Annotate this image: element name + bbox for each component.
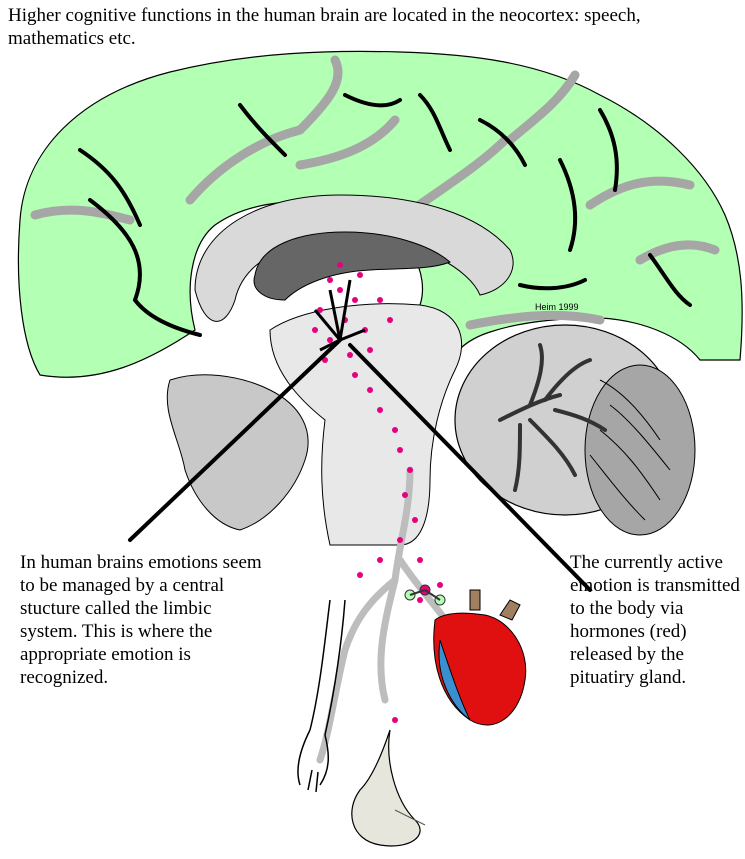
neocortex-caption: Higher cognitive functions in the human …	[8, 5, 641, 49]
arm-illustration	[297, 599, 346, 793]
brainstem	[269, 303, 463, 546]
pointer-lines	[128, 338, 592, 592]
pituitary-caption: The currently active emotion is transmit…	[570, 552, 740, 688]
signature: Heim 1999	[535, 302, 579, 312]
limbic-caption: In human brains emotions seem to be mana…	[20, 552, 262, 688]
black-sulci	[78, 93, 692, 337]
hormone-molecule	[404, 584, 446, 606]
gray-sulci	[30, 55, 720, 330]
corpus-callosum	[194, 194, 514, 322]
stomach-illustration	[351, 729, 426, 847]
temporal-region	[166, 374, 309, 531]
lateral-ventricle	[253, 231, 451, 301]
hormone-particles	[312, 262, 443, 723]
heart-illustration	[433, 589, 527, 726]
cerebellum	[454, 324, 696, 536]
